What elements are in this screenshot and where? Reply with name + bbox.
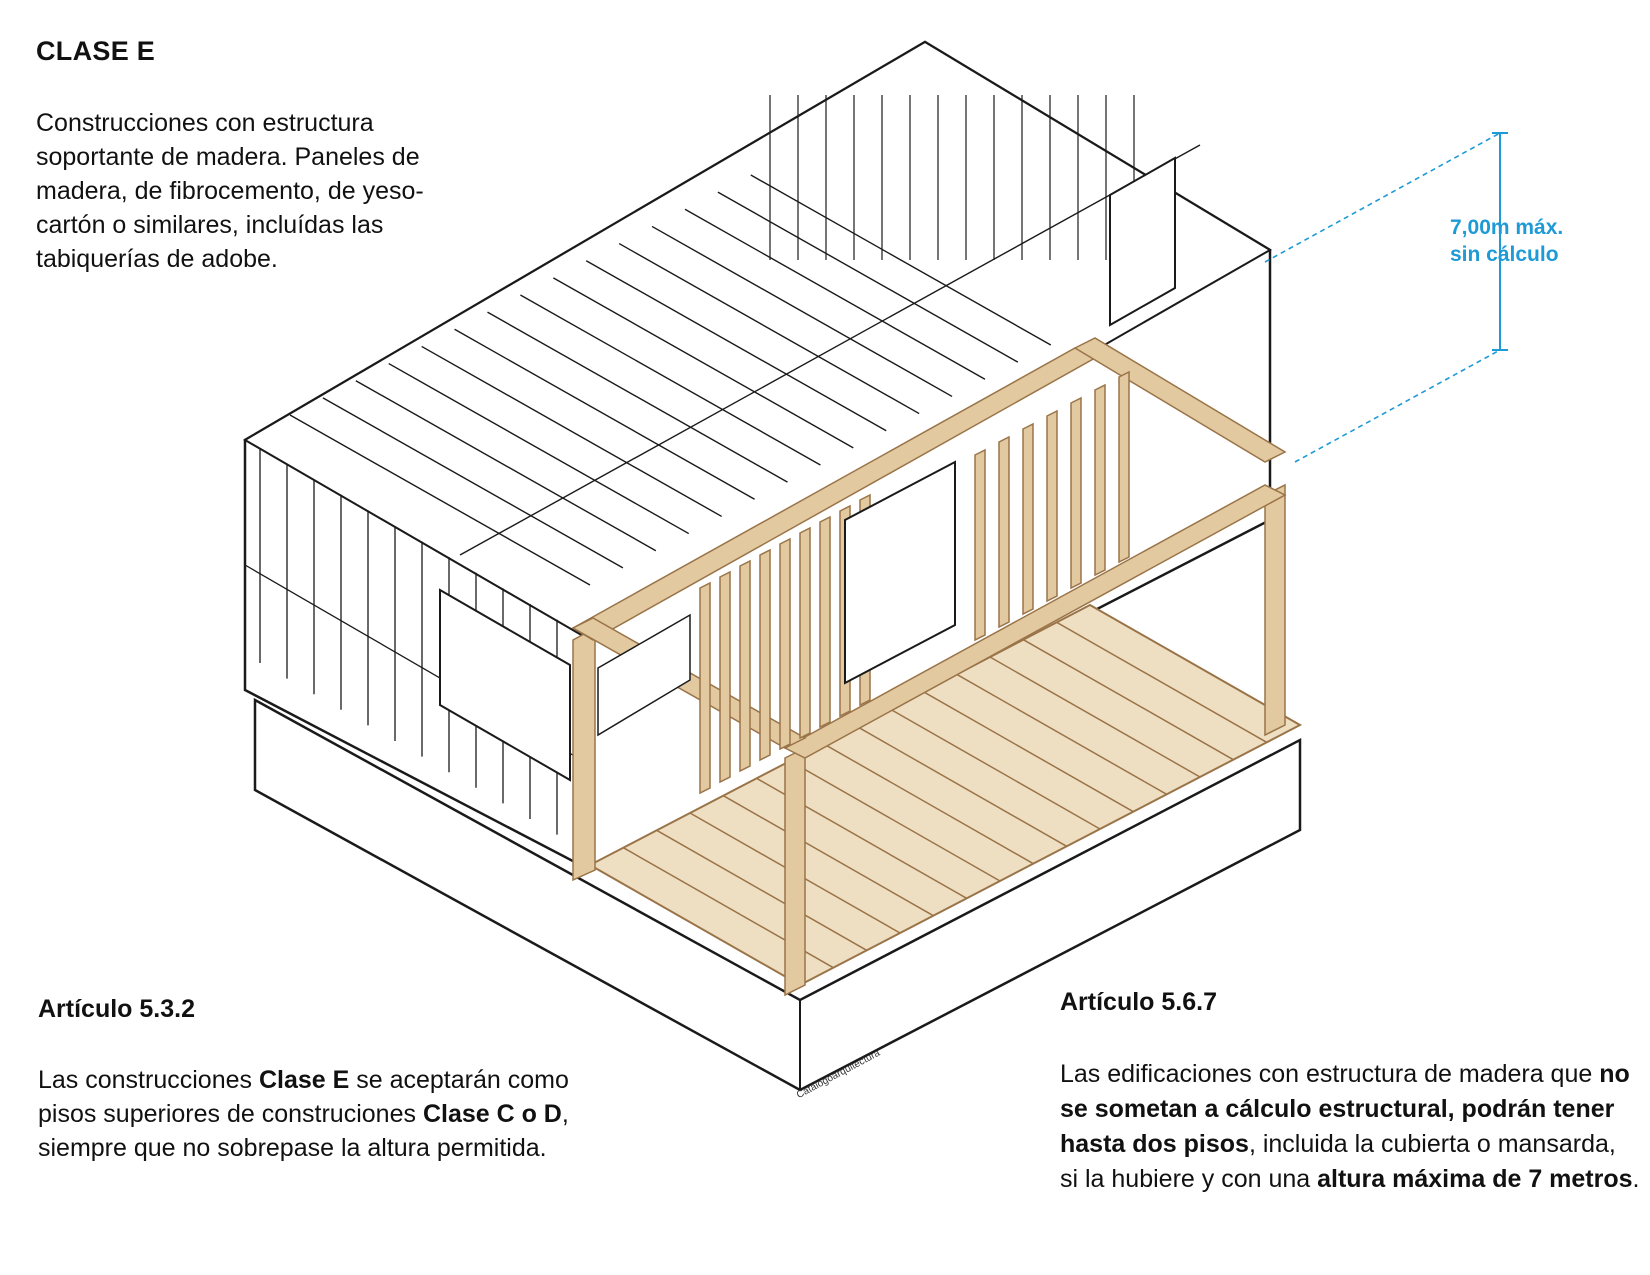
floor-joist [856, 725, 1068, 847]
roof-joist [717, 191, 1019, 363]
extension-line-bottom [1294, 349, 1501, 463]
timber-stud [1070, 396, 1082, 590]
timber-stud [998, 435, 1010, 629]
floor-joist [889, 708, 1101, 830]
roof-joist [618, 242, 920, 415]
roof-joist [487, 311, 788, 483]
roof-joists [289, 144, 1201, 586]
roof-joist [322, 397, 624, 569]
floor-joist [789, 760, 1001, 882]
front-window [844, 460, 956, 685]
text-run: . [1632, 1165, 1640, 1193]
height-dimension [1264, 132, 1508, 463]
height-dimension-label: 7,00m máx. sin cálculo [1450, 214, 1563, 268]
article-5-3-2-title: Artículo 5.3.2 [38, 995, 195, 1023]
article-5-6-7-title: Artículo 5.6.7 [1060, 988, 1217, 1016]
timber-stud [719, 570, 731, 784]
timber-stud [1022, 422, 1034, 616]
roof-beam [459, 144, 1201, 556]
bold-text-run: no se sometan a cálculo estructural, pod… [1060, 1060, 1630, 1158]
timber-stud [699, 581, 711, 795]
dimension-label-line1: 7,00m máx. [1450, 216, 1564, 239]
timber-stud [1118, 370, 1130, 564]
bold-text-run: Clase E [258, 1066, 350, 1094]
back-window [1109, 156, 1176, 327]
right-post [1264, 483, 1286, 737]
timber-stud [1094, 383, 1106, 577]
concrete-base [253, 697, 1302, 1092]
roof-joist [289, 414, 591, 586]
bold-text-run: altura máxima de 7 metros [1317, 1165, 1633, 1193]
floor-joist [656, 829, 868, 951]
roof-joist [552, 277, 854, 449]
top-beam-front [783, 484, 1287, 759]
timber-stud [739, 559, 751, 773]
roof-joist [388, 362, 690, 535]
corner-post [572, 626, 596, 882]
roof-joist [454, 328, 755, 500]
floor-joist [822, 743, 1034, 865]
text-run: se aceptarán como pisos superiores de co… [38, 1066, 569, 1128]
floor-joist [722, 795, 934, 917]
intro-paragraph: Construcciones con estructura soportante… [36, 109, 424, 273]
timber-stud [974, 448, 986, 642]
timber-upper-floor [571, 337, 1303, 997]
text-run: Las construcciones [38, 1066, 259, 1094]
lower-floor-frame [243, 40, 1272, 872]
floor-joist [1056, 621, 1268, 743]
top-beam-back [1073, 337, 1287, 463]
roof-joist [585, 260, 887, 432]
timber-wall-frame [571, 337, 1287, 997]
roof-joist [651, 225, 953, 398]
front-post [784, 746, 806, 997]
timber-stud [819, 515, 831, 729]
roof-joist [421, 345, 723, 518]
floor-joist [922, 691, 1134, 813]
text-run: , incluida la cubierta o mansarda, si la… [1060, 1130, 1616, 1193]
timber-stud [799, 526, 811, 740]
roof-joist [750, 174, 1052, 346]
article-5-3-2-body: Las construcciones Clase E se aceptarán … [38, 1063, 598, 1165]
text-run: , siempre que no sobrepase la altura per… [38, 1100, 569, 1162]
back-wall-studs [769, 95, 1135, 260]
article-5-6-7-body: Las edificaciones con estructura de made… [1060, 1057, 1640, 1197]
side-opening [597, 613, 691, 737]
timber-stud [1046, 409, 1058, 603]
floor-joist [989, 656, 1201, 778]
left-window [439, 588, 571, 782]
bold-text-run: Clase C o D [422, 1100, 562, 1128]
roof-joist [684, 208, 986, 380]
floor-joist [956, 673, 1168, 795]
text-run: Las edificaciones con estructura de made… [1060, 1060, 1600, 1088]
dimension-label-line2: sin cálculo [1450, 243, 1559, 266]
page-title: CLASE E [36, 36, 156, 66]
roof-joist [355, 380, 657, 552]
floor-joist [1022, 639, 1234, 761]
floor-joist [589, 864, 801, 986]
timber-stud [759, 548, 771, 762]
roof-joist [520, 294, 821, 466]
timber-stud [779, 537, 791, 751]
